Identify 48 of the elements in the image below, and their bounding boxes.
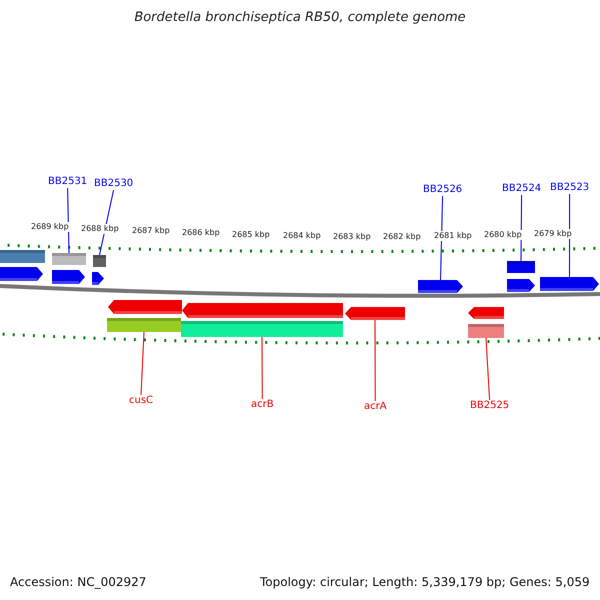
scale-label: 2687 kbp	[132, 226, 170, 236]
gene-label: BB2530	[94, 178, 134, 190]
leader-line	[99, 190, 114, 256]
scale-label: 2680 kbp	[484, 230, 522, 240]
gene-feature	[540, 277, 599, 291]
gene-label: BB2524	[502, 183, 542, 195]
gene-feature	[108, 300, 182, 314]
feature-bar	[0, 250, 45, 263]
scale-label: 2682 kbp	[383, 232, 421, 242]
gene-feature	[0, 267, 43, 281]
gene-label: cusC	[129, 395, 154, 407]
gene-feature	[468, 307, 504, 319]
scale-label: 2684 kbp	[283, 231, 321, 241]
gene-label: acrA	[364, 401, 387, 413]
footer-text: Accession: NC_002927	[10, 575, 146, 589]
scale-label: 2688 kbp	[81, 224, 119, 234]
scale-label: 2683 kbp	[333, 232, 371, 242]
scale-label: 2689 kbp	[31, 222, 69, 232]
feature-bar	[468, 324, 504, 338]
leader-line	[569, 194, 570, 278]
feature-bar	[181, 321, 343, 337]
scale-label: 2681 kbp	[434, 231, 472, 241]
gene-feature	[507, 279, 535, 292]
footer-text: Topology: circular; Length: 5,339,179 bp; Genes: 5,059	[260, 575, 590, 589]
leader-line	[486, 338, 490, 400]
gene-feature	[52, 270, 85, 284]
scale-label: 2685 kbp	[232, 230, 270, 240]
gene-feature	[345, 307, 405, 320]
feature-bar	[107, 318, 181, 332]
title: Bordetella bronchiseptica RB50, complete genome	[133, 10, 467, 25]
leader-line	[262, 336, 263, 400]
leader-line	[520, 194, 522, 262]
gene-label: BB2526	[423, 184, 462, 196]
leader-line	[440, 196, 444, 280]
gene-label: BB2525	[470, 400, 510, 412]
scale-label: 2679 kbp	[534, 229, 572, 239]
gene-label: BB2531	[48, 176, 88, 188]
leader-line	[140, 332, 144, 396]
feature-bar	[52, 253, 86, 265]
gene-label: acrB	[251, 399, 274, 411]
leader-line	[67, 188, 70, 254]
leader-line	[374, 320, 376, 402]
feature-bar	[507, 261, 535, 273]
scale-label: 2686 kbp	[182, 228, 220, 238]
gene-feature	[418, 280, 463, 293]
gene-label: BB2523	[550, 182, 590, 194]
feature-bar	[93, 255, 106, 267]
gene-feature	[92, 272, 104, 285]
